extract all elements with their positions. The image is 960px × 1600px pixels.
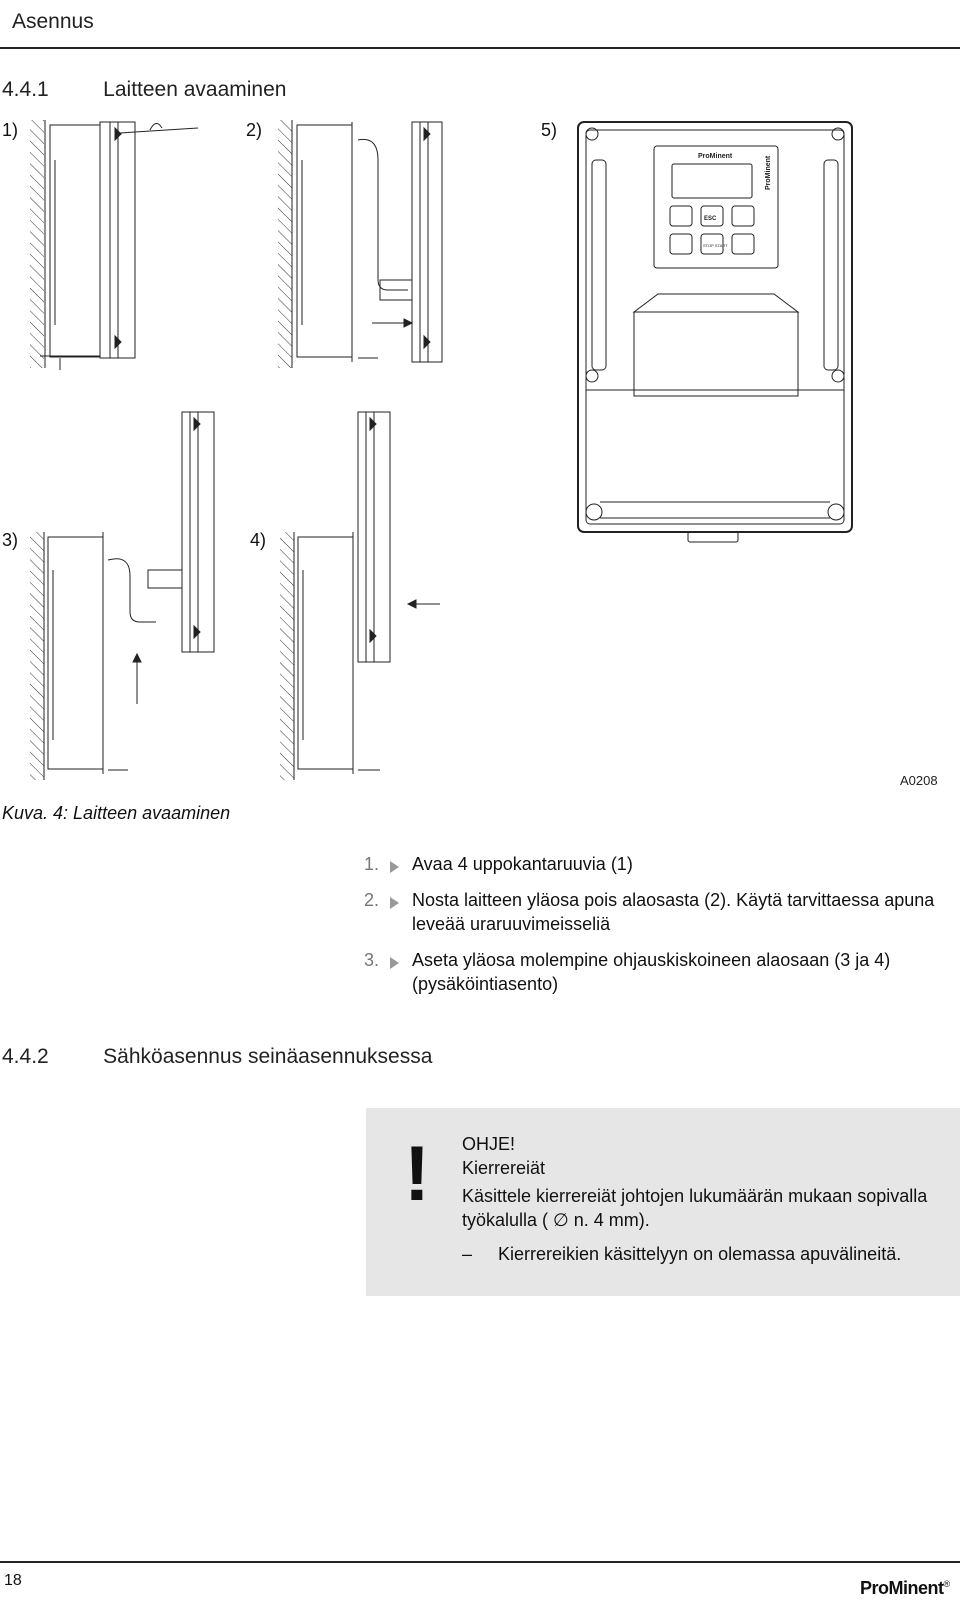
- step-arrow-icon: [390, 861, 399, 873]
- note-text: Käsittele kierrereiät johtojen lukumäärä…: [462, 1186, 928, 1230]
- page-number: 18: [4, 1572, 22, 1589]
- note-list-item: – Kierrereikien käsittelyyn on olemassa …: [462, 1242, 946, 1266]
- step-number: 1.: [364, 854, 380, 874]
- section-heading-1: 4.4.1 Laitteen avaaminen: [2, 78, 286, 102]
- device-esc-key: ESC: [704, 216, 717, 222]
- figure-label-1: 1): [2, 120, 19, 140]
- drawing-step-5-device: [578, 122, 852, 542]
- footer-divider: [0, 1561, 960, 1563]
- section-number: 4.4.1: [2, 78, 49, 101]
- step-item: 3. Aseta yläosa molempine ohjauskiskoine…: [364, 948, 944, 996]
- device-logo-vertical: ProMinent: [765, 155, 772, 190]
- step-number: 2.: [364, 890, 380, 910]
- note-subtitle: Kierrereiät: [462, 1158, 546, 1178]
- drawing-step-1: [30, 120, 198, 370]
- registered-mark: ®: [943, 1579, 951, 1589]
- figure-label-3: 3): [2, 530, 19, 550]
- step-text: Aseta yläosa molempine ohjauskiskoineen …: [412, 950, 891, 994]
- section-title: Sähköasennus seinäasennuksessa: [103, 1045, 433, 1068]
- figure-label-4: 4): [250, 530, 267, 550]
- note-item-text: Kierrereikien käsittelyyn on olemassa ap…: [498, 1244, 902, 1264]
- figure-label-2: 2): [246, 120, 263, 140]
- step-text: Avaa 4 uppokantaruuvia (1): [412, 854, 633, 874]
- brand-name: ProMinent: [860, 1578, 944, 1598]
- brand-logo: ProMinent®: [860, 1578, 950, 1599]
- header-divider: [0, 47, 960, 49]
- figure-label-5: 5): [541, 120, 558, 140]
- step-item: 2. Nosta laitteen yläosa pois alaosasta …: [364, 888, 944, 936]
- drawing-step-4: [280, 412, 440, 780]
- figure-caption: Kuva. 4: Laitteen avaaminen: [2, 803, 231, 823]
- installation-diagram: ProMinent ProMinent ESC STOP START: [30, 120, 960, 780]
- drawing-step-2: [278, 120, 442, 368]
- device-brand-label: ProMinent: [698, 153, 733, 160]
- step-item: 1. Avaa 4 uppokantaruuvia (1): [364, 852, 944, 876]
- note-title: OHJE!: [462, 1134, 516, 1154]
- step-arrow-icon: [390, 897, 399, 909]
- section-heading-2: 4.4.2 Sähköasennus seinäasennuksessa: [2, 1045, 432, 1069]
- section-title: Laitteen avaaminen: [103, 78, 287, 101]
- step-text: Nosta laitteen yläosa pois alaosasta (2)…: [412, 890, 935, 934]
- note-box: ! OHJE! Kierrereiät Käsittele kierrereiä…: [366, 1108, 960, 1296]
- step-number: 3.: [364, 950, 380, 970]
- exclamation-icon: !: [404, 1129, 430, 1217]
- drawing-step-3: [30, 412, 214, 780]
- device-start-stop-key: STOP START: [703, 243, 728, 248]
- running-header: Asennus: [12, 10, 94, 33]
- figure-code: A0208: [900, 773, 938, 788]
- step-arrow-icon: [390, 957, 399, 969]
- section-number: 4.4.2: [2, 1045, 49, 1068]
- steps-list: 1. Avaa 4 uppokantaruuvia (1) 2. Nosta l…: [364, 852, 944, 1008]
- dash-bullet: –: [462, 1244, 473, 1264]
